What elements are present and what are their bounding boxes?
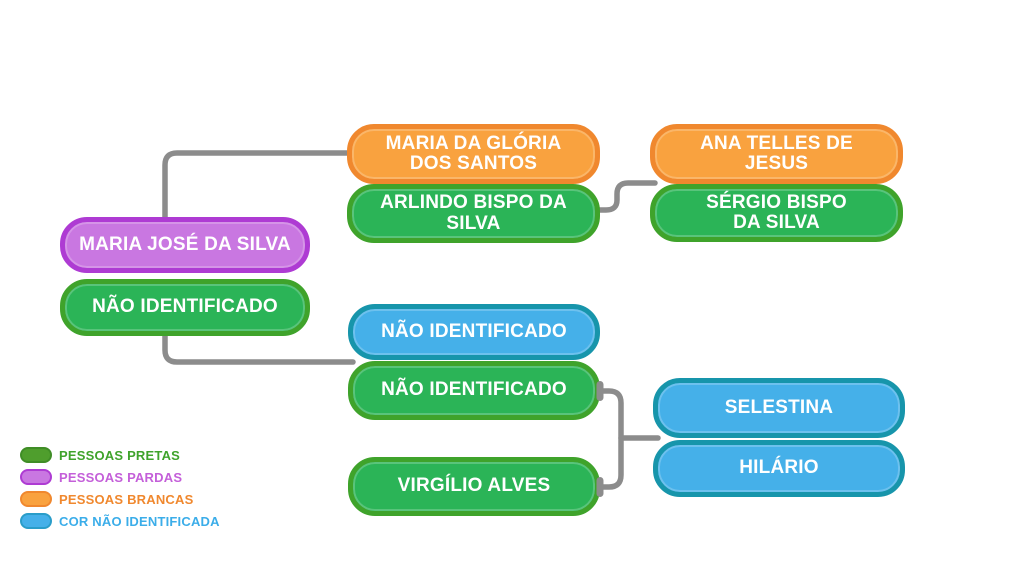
person-node-label: MARIA JOSÉ DA SILVA <box>79 233 291 255</box>
legend-item-1: PESSOAS PARDAS <box>20 466 220 488</box>
legend-label: COR NÃO IDENTIFICADA <box>59 513 220 529</box>
person-node-nao-identificado-2[interactable]: NÃO IDENTIFICADO <box>348 304 600 360</box>
person-node-label: NÃO IDENTIFICADO <box>381 379 567 401</box>
person-node-label: NÃO IDENTIFICADO <box>381 320 567 342</box>
legend-label: PESSOAS BRANCAS <box>59 491 194 507</box>
edge-nao-identificado-1-to-nao-identificado-3 <box>162 329 356 365</box>
person-node-maria-da-gloria[interactable]: MARIA DA GLÓRIA DOS SANTOS <box>347 124 600 184</box>
person-node-label: ANA TELLES DE JESUS <box>700 132 853 174</box>
person-node-ana-telles[interactable]: ANA TELLES DE JESUS <box>650 124 903 184</box>
legend-swatch-icon <box>20 469 52 485</box>
person-node-nao-identificado-1[interactable]: NÃO IDENTIFICADO <box>60 279 310 336</box>
legend-label: PESSOAS PARDAS <box>59 469 183 485</box>
legend-swatch-icon <box>20 513 52 529</box>
legend-swatch-icon <box>20 491 52 507</box>
person-node-maria-jose[interactable]: MARIA JOSÉ DA SILVA <box>60 217 310 273</box>
legend-item-2: PESSOAS BRANCAS <box>20 488 220 510</box>
legend-item-3: COR NÃO IDENTIFICADA <box>20 510 220 532</box>
legend-swatch-icon <box>20 447 52 463</box>
person-node-label: MARIA DA GLÓRIA DOS SANTOS <box>385 132 562 174</box>
edge-maria-jose-to-maria-da-gloria <box>162 150 355 227</box>
person-node-nao-identificado-3[interactable]: NÃO IDENTIFICADO <box>348 361 600 420</box>
person-node-label: ARLINDO BISPO DA SILVA <box>380 192 567 234</box>
person-node-hilario[interactable]: HILÁRIO <box>653 440 905 497</box>
person-node-label: SELESTINA <box>724 396 834 418</box>
person-node-selestina[interactable]: SELESTINA <box>653 378 905 438</box>
legend-label: PESSOAS PRETAS <box>59 447 181 463</box>
person-node-sergio[interactable]: SÉRGIO BISPO DA SILVA <box>650 184 903 242</box>
person-node-label: VIRGÍLIO ALVES <box>397 475 551 497</box>
person-node-arlindo[interactable]: ARLINDO BISPO DA SILVA <box>347 184 600 243</box>
person-node-label: HILÁRIO <box>739 457 819 479</box>
person-node-label: NÃO IDENTIFICADO <box>92 296 278 318</box>
edge-nao-identificado-3-to-virgilio <box>595 388 624 490</box>
edge-arlindo-to-sergio <box>593 180 658 213</box>
person-node-label: SÉRGIO BISPO DA SILVA <box>706 191 847 233</box>
legend-item-0: PESSOAS PRETAS <box>20 444 220 466</box>
person-node-virgilio[interactable]: VIRGÍLIO ALVES <box>348 457 600 516</box>
legend: PESSOAS PRETAS PESSOAS PARDAS PESSOAS BRAN… <box>20 444 220 532</box>
